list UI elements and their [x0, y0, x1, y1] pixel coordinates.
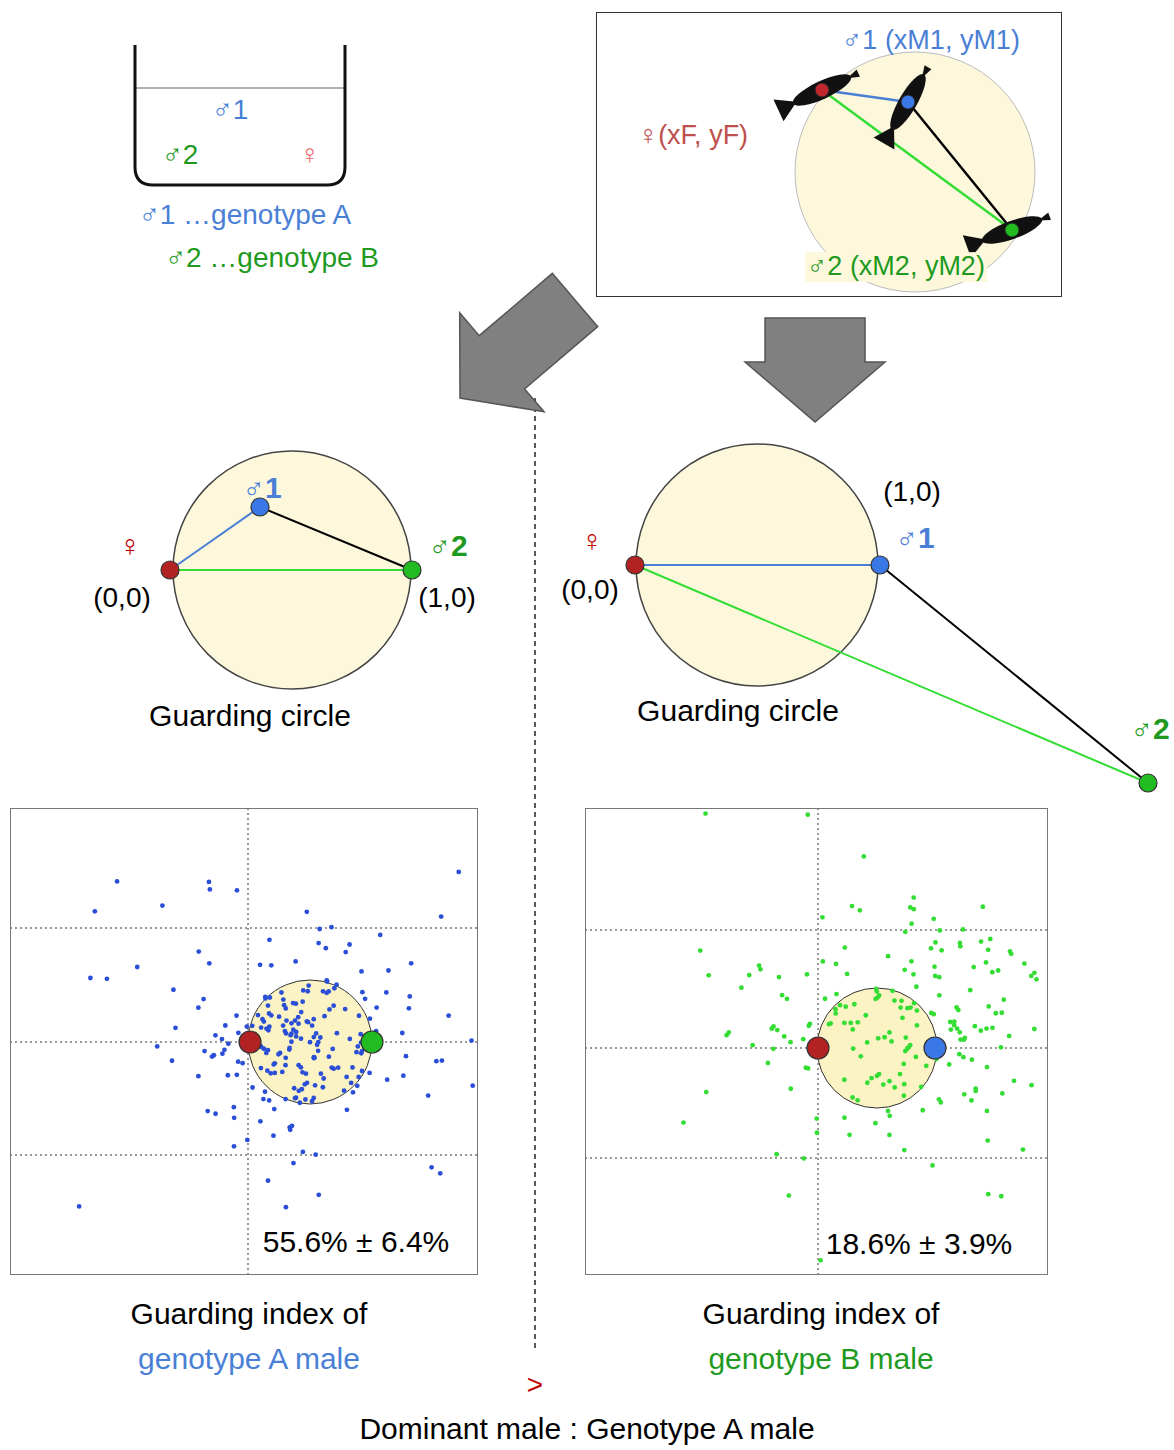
video-frame-text: ♀(xF, yF): [636, 121, 750, 151]
male-symbol: ♂1: [893, 521, 936, 554]
guarding-circle: Guarding circle: [172, 450, 412, 690]
distance-line: [635, 564, 880, 566]
plot-panel-text: 55.6% ± 6.4%: [261, 1225, 452, 1258]
plot-panel-text: Guarding index of: [129, 1297, 370, 1330]
tank-box-text: ♂1: [210, 95, 251, 126]
position-dot: [807, 1037, 829, 1059]
guarding-circle-text: Guarding circle: [147, 699, 353, 732]
position-dot: [361, 1031, 383, 1053]
plot-panel: 18.6% ± 3.9%Guarding index ofgenotype B …: [585, 808, 1048, 1275]
coordinate: (1,0): [416, 583, 478, 614]
legend-note: ♂2 …genotype B: [163, 243, 381, 274]
fish-icon: [874, 61, 939, 149]
scatter-plot: [10, 808, 478, 1275]
plot-panel: 55.6% ± 6.4%Guarding index ofgenotype A …: [10, 808, 478, 1275]
distance-line: [880, 565, 1148, 783]
position-dot: [161, 561, 179, 579]
circle-outline: [172, 450, 412, 690]
comparison-sign: >: [525, 1370, 545, 1401]
conclusion: Dominant male : Genotype A male: [357, 1412, 816, 1445]
plot-panel-text: genotype A male: [136, 1342, 362, 1375]
male-symbol: ♂2: [1128, 712, 1171, 745]
position-dot: [239, 1031, 261, 1053]
guarding-circle: Guarding circle: [635, 443, 879, 687]
female-symbol: ♀: [579, 524, 606, 557]
plot-panel-text: Guarding index of: [701, 1297, 942, 1330]
legend-note: ♂1 …genotype A: [137, 200, 353, 231]
divider-line: [534, 398, 536, 1350]
position-dot: [1139, 774, 1157, 792]
position-dot: [924, 1037, 946, 1059]
circle-outline: [635, 443, 879, 687]
coordinate: (0,0): [559, 575, 621, 606]
block-arrow: [460, 273, 598, 411]
video-frame: ♂1 (xM1, yM1) ♀(xF, yF) ♂2 (xM2, yM2): [596, 12, 1062, 297]
tank-box-text: ♂2: [160, 140, 201, 171]
plot-panel-text: genotype B male: [706, 1342, 935, 1375]
coordinate: (0,0): [91, 583, 153, 614]
distance-line: [170, 569, 412, 571]
distance-line: [260, 507, 412, 570]
position-dot: [626, 556, 644, 574]
fish-icon: [773, 62, 863, 121]
tank-box: ♂1 ♂2 ♀: [130, 45, 350, 190]
distance-line: [170, 507, 260, 570]
position-dot: [871, 556, 889, 574]
plot-panel-text: 18.6% ± 3.9%: [824, 1227, 1015, 1260]
position-dot: [403, 561, 421, 579]
female-symbol: ♀: [117, 529, 144, 562]
video-frame-text: ♂2 (xM2, yM2): [805, 252, 987, 282]
fish-icon: [963, 205, 1054, 258]
male-symbol: ♂1: [240, 471, 283, 504]
coordinate: (1,0): [881, 477, 943, 508]
tank-box-text: ♀: [298, 140, 323, 171]
scatter-plot: [585, 808, 1048, 1275]
distance-line: [822, 90, 1012, 230]
distance-line: [635, 565, 1148, 783]
guarding-circle-text: Guarding circle: [635, 694, 841, 727]
male-symbol: ♂2: [426, 529, 469, 562]
block-arrow: [745, 318, 885, 422]
video-frame-text: ♂1 (xM1, yM1): [840, 26, 1022, 56]
